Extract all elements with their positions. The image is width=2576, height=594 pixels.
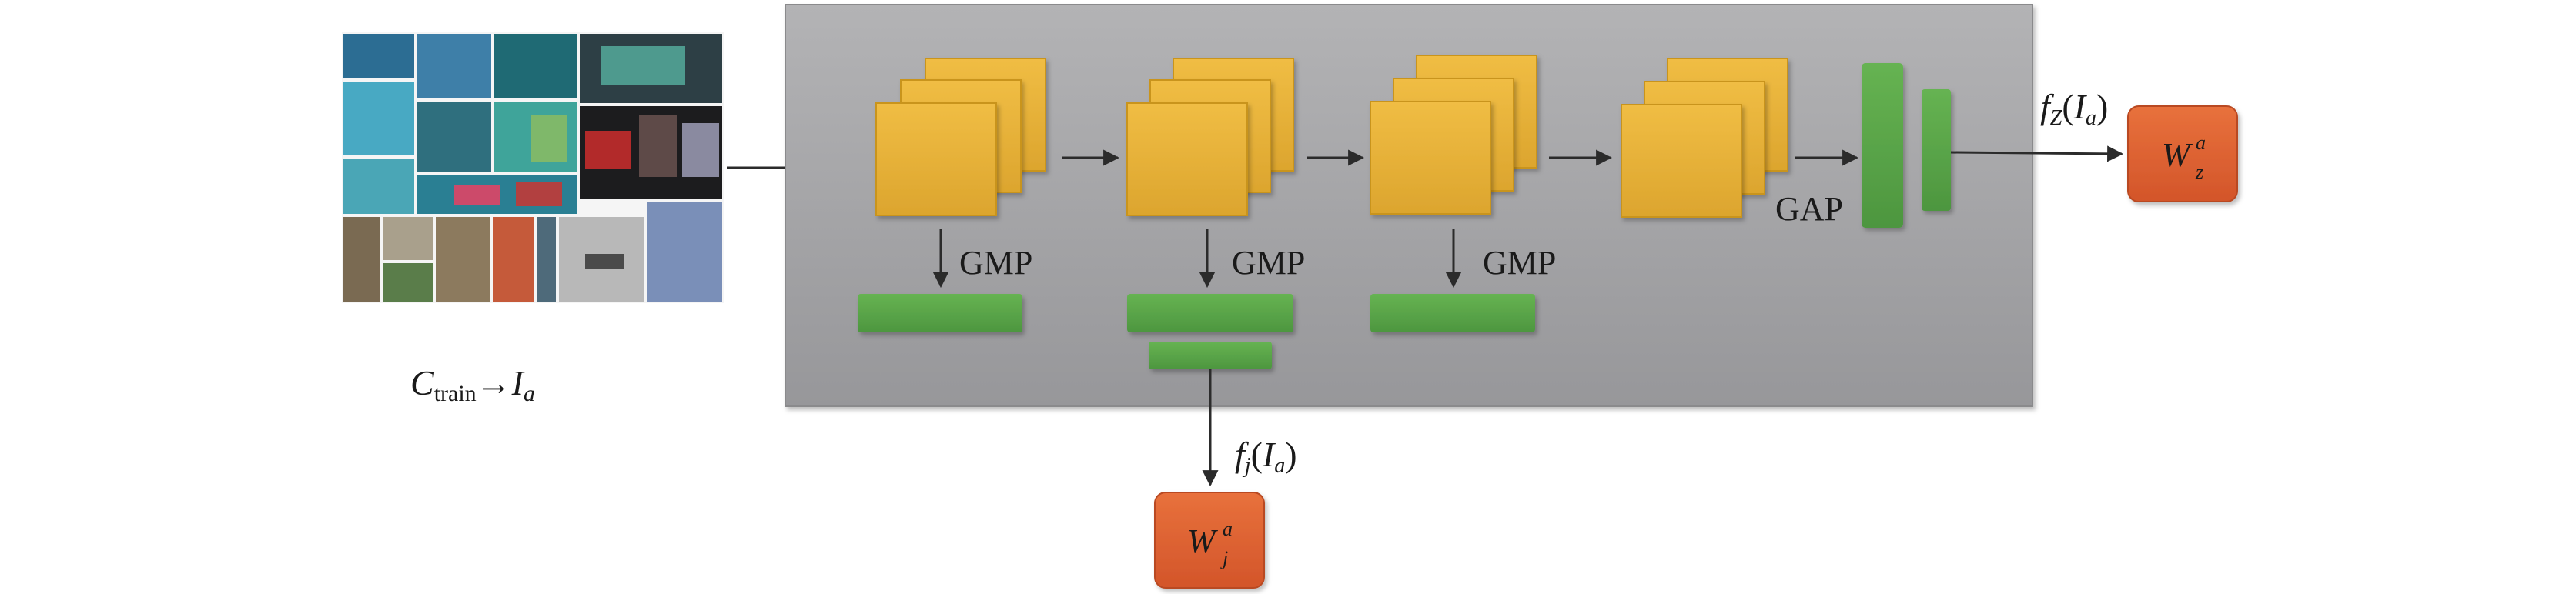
wj-sup: a — [1223, 518, 1233, 540]
input-image-collage — [342, 32, 724, 303]
gmp-label-3: GMP — [1483, 244, 1556, 282]
feature-map-stack-4 — [1621, 58, 1788, 218]
classifier-box-j: W a j — [1154, 492, 1265, 589]
fz-arrow — [1950, 145, 2124, 162]
feature-map-stack-1 — [875, 58, 1046, 216]
gmp-label-1: GMP — [959, 244, 1032, 282]
wz-sub: z — [2195, 161, 2203, 183]
classifier-box-z: W a z — [2127, 105, 2238, 202]
feature-map-stack-2 — [1126, 58, 1294, 216]
gap-label: GAP — [1775, 190, 1843, 228]
gmp-label-2: GMP — [1232, 244, 1305, 282]
fz-label: fZ(Ia) — [2040, 87, 2108, 130]
gap-vector — [1862, 63, 1903, 228]
wj-sub: j — [1220, 547, 1228, 569]
wj-w: W — [1187, 522, 1218, 560]
input-label: Ctrain→Ia — [410, 363, 535, 406]
pooled-vector-2-reduced — [1149, 342, 1272, 369]
wz-sup: a — [2196, 132, 2206, 154]
gap-vector-reduced — [1922, 89, 1951, 211]
pooled-vector-3 — [1370, 294, 1535, 332]
feature-map-stack-3 — [1370, 55, 1537, 215]
wz-w: W — [2162, 136, 2193, 174]
pooled-vector-1 — [858, 294, 1022, 332]
pooled-vector-2 — [1127, 294, 1293, 332]
fj-label: fj(Ia) — [1235, 435, 1297, 478]
